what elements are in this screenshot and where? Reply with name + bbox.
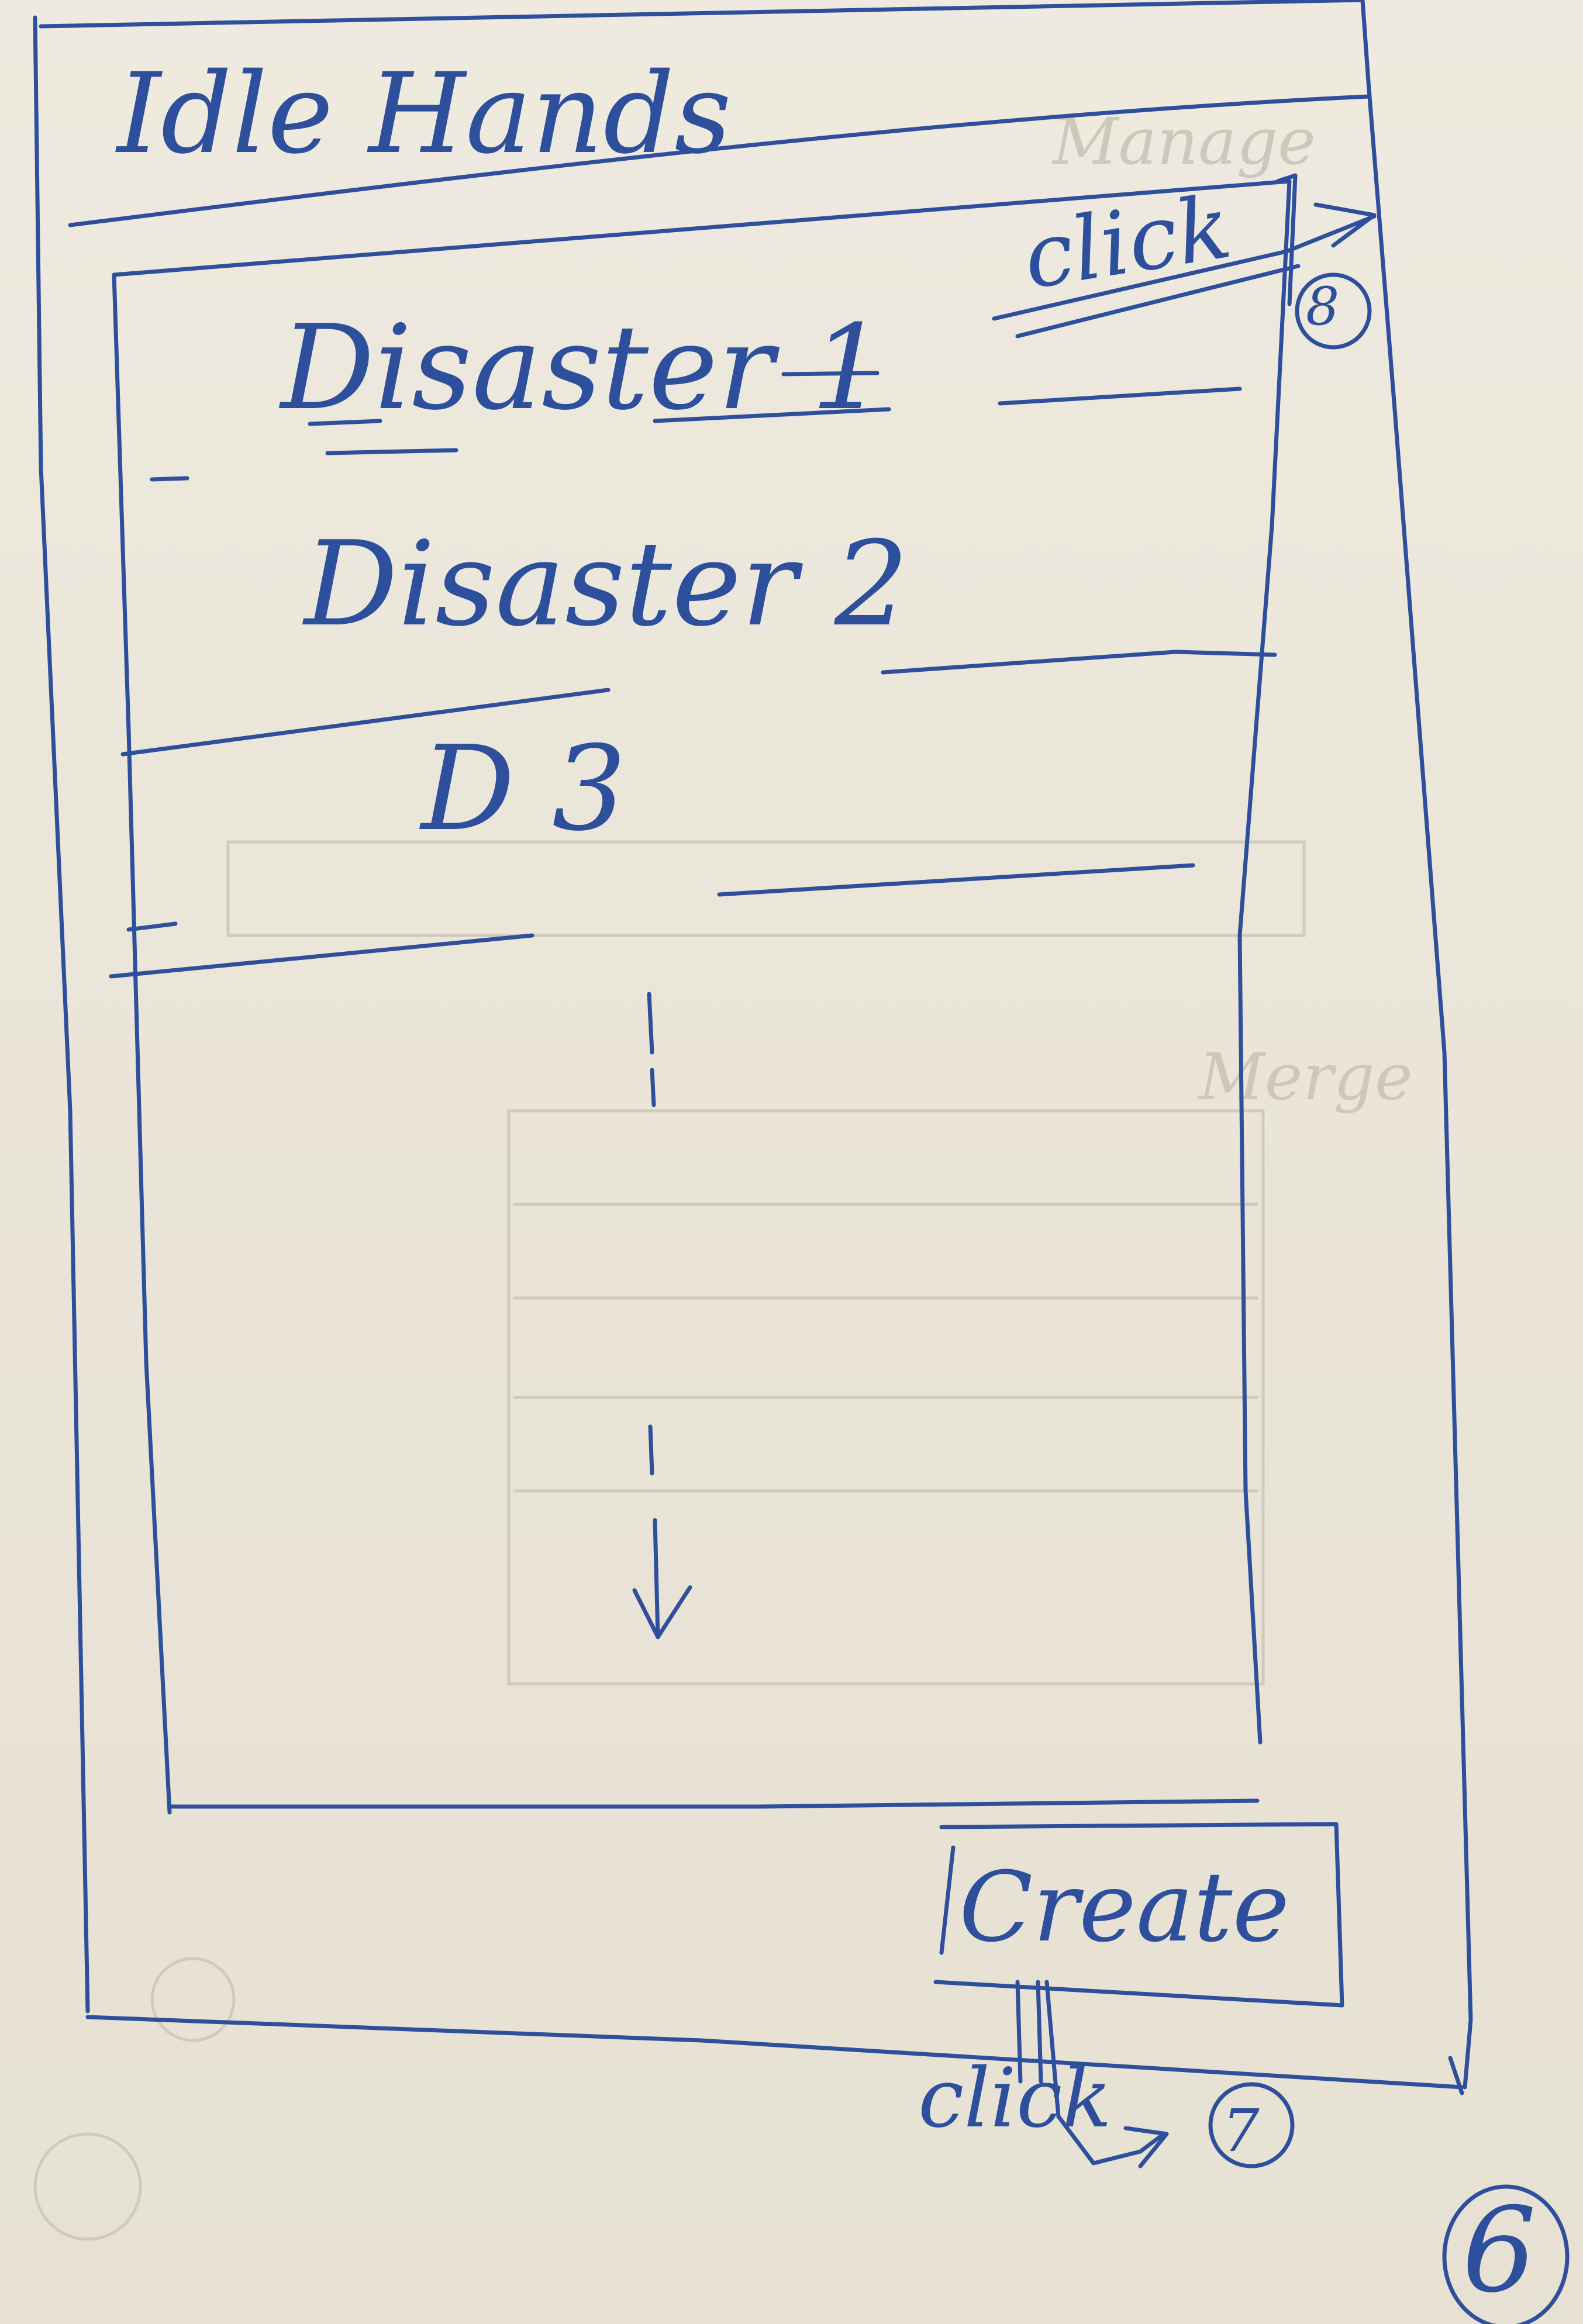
- create-button-outline: [933, 1822, 1344, 2008]
- click-8-arrow: [992, 202, 1377, 350]
- screen-6-circle: [1442, 2184, 1570, 2324]
- disaster-list-item-3[interactable]: [140, 743, 1251, 953]
- scroll-down-indicator: [632, 992, 692, 1639]
- bleed-through-sketch: Manage Merge: [33, 104, 1413, 2241]
- svg-text:Manage: Manage: [1051, 104, 1316, 179]
- list-container-outline: [112, 173, 1298, 1815]
- list-row-dividers: [109, 386, 1277, 979]
- disaster-item-label-2: Disaster 2: [304, 516, 909, 652]
- disaster-item-label-1: Disaster 1: [281, 300, 885, 436]
- disaster-item-label-3: D 3: [421, 721, 627, 857]
- step-number-8: 8: [1306, 276, 1340, 337]
- click-7-arrow: [1015, 1980, 1295, 2168]
- screen-number-6: 6: [1462, 2183, 1537, 2319]
- app-title: Idle Hands: [117, 49, 732, 178]
- step-number-7: 7: [1222, 2097, 1260, 2165]
- disaster-list-scroll-area[interactable]: [146, 971, 1246, 1789]
- item-1-underline-2: [781, 371, 880, 377]
- create-button-label: Create: [959, 1851, 1290, 1963]
- svg-text:Merge: Merge: [1198, 1040, 1413, 1114]
- click-annotation-label-7: click: [918, 2051, 1112, 2146]
- item-1-underline-1: [308, 419, 382, 426]
- title-divider: [68, 94, 1371, 227]
- phone-frame: [33, 0, 1473, 2095]
